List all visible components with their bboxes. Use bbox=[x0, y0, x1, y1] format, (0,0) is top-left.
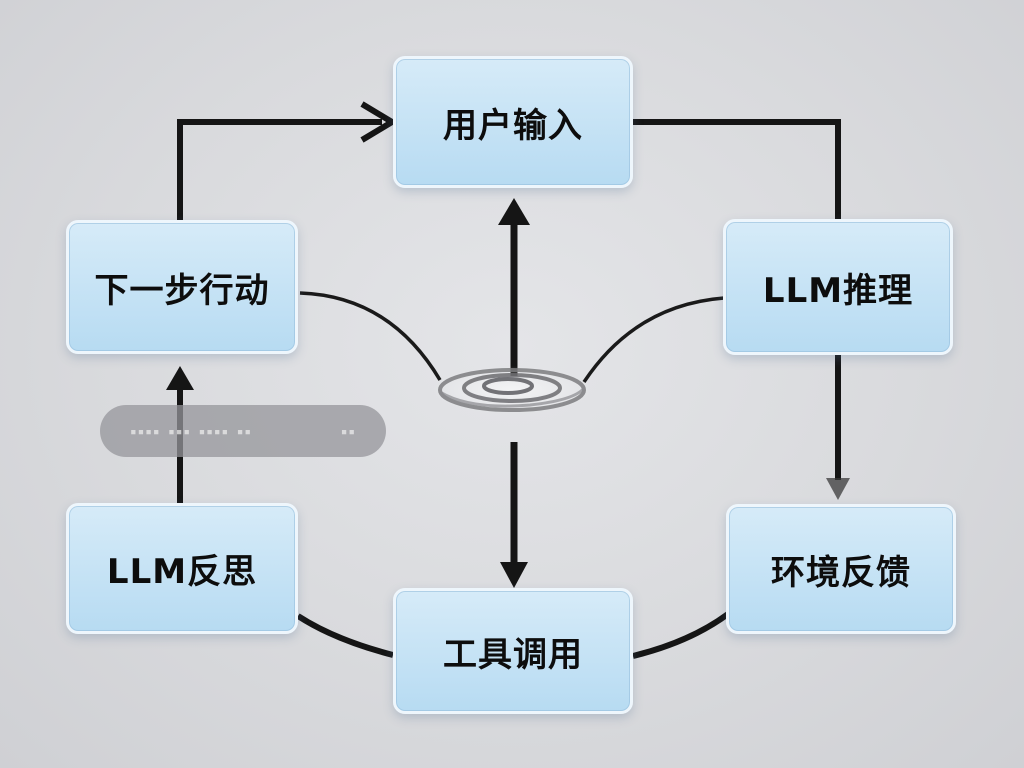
arrowhead-icon bbox=[498, 198, 530, 225]
node-label: 下一步行动 bbox=[94, 270, 270, 311]
node-next-action[interactable]: 下一步行动 bbox=[66, 220, 298, 354]
node-tool-call[interactable]: 工具调用 bbox=[393, 588, 633, 714]
arrowhead-icon bbox=[360, 101, 398, 143]
node-environment-feedback[interactable]: 环境反馈 bbox=[726, 504, 956, 634]
edge-center-to-user-input bbox=[498, 198, 530, 376]
edge-tool-call-to-llm-reflection bbox=[296, 613, 394, 658]
edge-user-input-to-llm-reasoning bbox=[633, 119, 841, 219]
faded-overlay-bar: ▪▪▪▪ ▪▪▪ ▪▪▪▪ ▪▪ ▪▪ bbox=[100, 405, 386, 457]
edge-center-to-tool-call bbox=[500, 442, 528, 588]
curve-next-action-to-center bbox=[299, 291, 442, 381]
node-label: LLM推理 bbox=[762, 270, 914, 311]
faded-glyphs: ▪▪▪▪ ▪▪▪ ▪▪▪▪ ▪▪ bbox=[130, 424, 252, 438]
node-label: 工具调用 bbox=[443, 634, 583, 675]
node-llm-reflection[interactable]: LLM反思 bbox=[66, 503, 298, 634]
node-label: LLM反思 bbox=[106, 552, 258, 592]
node-user-input[interactable]: 用户输入 bbox=[393, 56, 633, 188]
edge-next-action-to-user-input bbox=[177, 101, 398, 220]
edge-env-feedback-to-tool-call bbox=[632, 611, 730, 659]
arrowhead-icon bbox=[826, 478, 850, 500]
node-label: 环境反馈 bbox=[771, 552, 911, 593]
arrowhead-icon bbox=[166, 366, 194, 390]
faded-glyphs: ▪▪ bbox=[340, 424, 356, 438]
node-llm-reasoning[interactable]: LLM推理 bbox=[723, 219, 953, 355]
swirl-icon bbox=[432, 366, 592, 414]
arrowhead-icon bbox=[500, 562, 528, 588]
edge-llm-reasoning-to-env-feedback bbox=[826, 355, 850, 500]
node-label: 用户输入 bbox=[443, 105, 583, 146]
curve-llm-reasoning-to-center bbox=[582, 296, 725, 383]
